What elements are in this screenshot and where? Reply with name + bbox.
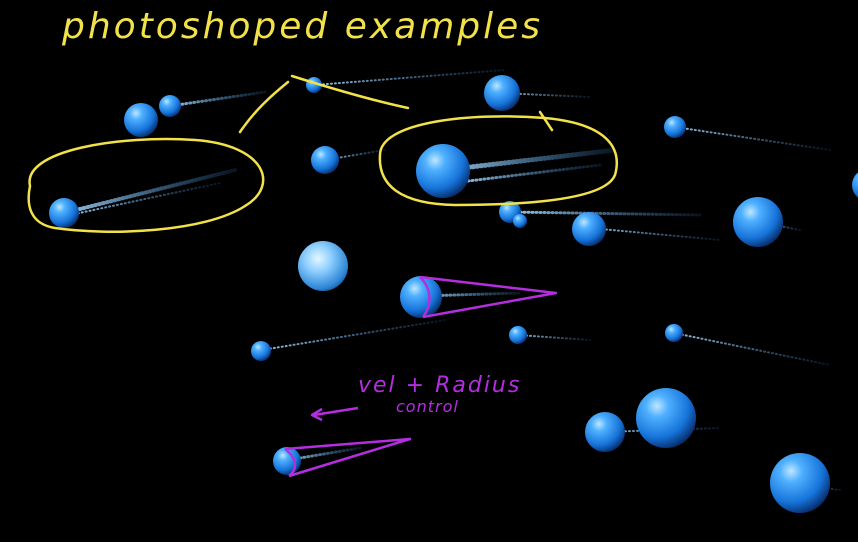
highlight-pointer-line [238,80,290,134]
control-cones [284,275,558,478]
annotation-control-sublabel: control [396,397,459,416]
sphere [733,197,783,247]
annotation-control-label: vel + Radius [358,373,521,398]
sphere [509,326,527,344]
sphere [400,276,442,318]
sphere [664,116,686,138]
sphere [636,388,696,448]
highlight-ellipse-left [27,137,265,233]
highlight-ellipse-center [378,115,618,207]
sphere [665,324,683,342]
sphere [416,144,470,198]
sphere [159,95,181,117]
sphere [572,212,606,246]
control-cone-lower-arc [284,448,297,477]
control-cone-lower [284,437,412,478]
sphere [49,198,79,228]
highlight-pointer-line [538,110,554,132]
sphere [251,341,271,361]
sphere [298,241,348,291]
particle-spheres [49,75,858,513]
sphere [770,453,830,513]
highlight-markings [27,74,618,233]
control-cone-upper [419,275,558,319]
sphere [852,172,858,198]
sphere [311,146,339,174]
sphere [513,214,527,228]
highlight-pointer-line [290,74,410,110]
control-arrow-head [310,407,323,422]
control-cone-upper-arc [419,276,431,318]
sphere [124,103,158,137]
control-arrow-shaft [313,406,359,417]
sphere [484,75,520,111]
sphere [585,412,625,452]
annotation-title: photoshoped examples [61,6,543,47]
